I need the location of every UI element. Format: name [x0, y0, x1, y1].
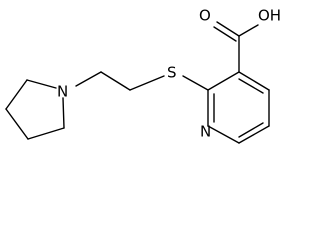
bond-c-oh	[238, 24, 259, 37]
hydroxyl-label: OH	[258, 7, 281, 25]
sulfur-label: S	[167, 64, 177, 82]
double-bond-c3-c4	[238, 78, 264, 94]
bond-c2-c3-pyrrolidine	[27, 127, 65, 140]
chemical-structure: O OH S N N	[5, 7, 281, 144]
bond-n-c2-pyrrolidine	[62, 97, 65, 129]
pyrrolidine-ring	[5, 79, 65, 140]
bond-c2-s	[182, 75, 209, 91]
bond-c3-c4-pyrrolidine	[5, 108, 29, 140]
carboxylic-acid-group	[213, 21, 259, 73]
bond-ch2-ch2	[100, 71, 131, 91]
bond-s-ch2	[129, 75, 165, 91]
bond-c2-c3	[207, 71, 240, 91]
thioethyl-chain	[75, 71, 209, 91]
bond-c5-n-pyrrolidine	[26, 79, 57, 89]
bond-c6-n1	[207, 125, 240, 144]
bond-c4-c5-pyrrolidine	[5, 79, 28, 110]
double-bond-c-o-outer	[216, 21, 240, 37]
bond-ch2-n	[75, 71, 102, 87]
double-bond-c5-c6	[238, 122, 264, 138]
pyridine-nitrogen-label: N	[200, 123, 211, 141]
carboxyl-oxygen-label: O	[199, 7, 211, 25]
bond-c5-c6	[238, 125, 270, 144]
pyrrolidine-nitrogen-label: N	[57, 83, 68, 101]
double-bond-c-o-inner	[213, 26, 237, 42]
pyridine-ring	[207, 71, 270, 144]
bond-c3-c4	[238, 71, 270, 91]
